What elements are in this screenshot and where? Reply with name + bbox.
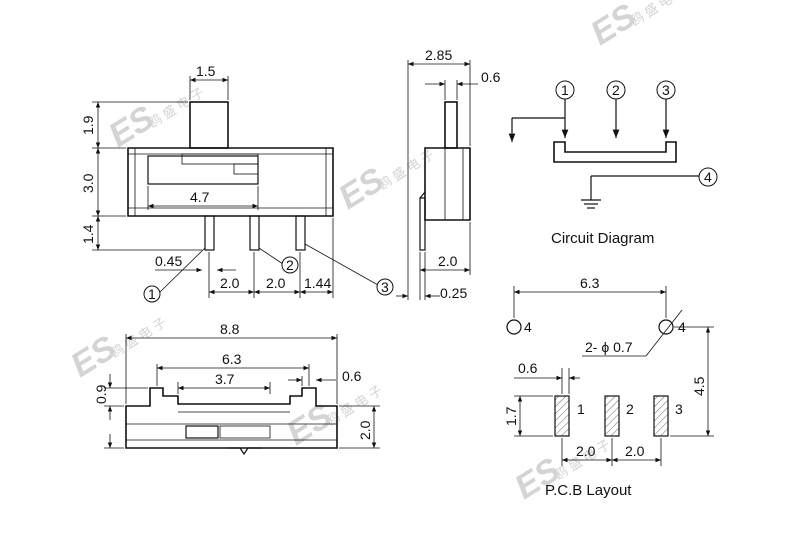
- mount-hole-right: [658, 319, 674, 335]
- terminal-4-label: 4: [704, 169, 712, 185]
- dim-actuator-height: 1.9: [80, 115, 96, 135]
- dim-row-offset: 4.5: [691, 376, 707, 396]
- terminal-3-label: 3: [662, 82, 670, 98]
- contact-bar: [553, 141, 677, 163]
- actuator: [189, 101, 229, 149]
- dim-pitch-2: 2.0: [266, 275, 286, 291]
- pad-label-3: 3: [675, 401, 683, 417]
- side-body: [424, 147, 471, 221]
- circuit-diagram-caption: Circuit Diagram: [551, 230, 654, 247]
- dim-pad-height: 1.7: [503, 406, 519, 426]
- callout-pin-2: [281, 256, 299, 274]
- dim-pitch-1: 2.0: [220, 275, 240, 291]
- side-actuator: [444, 101, 458, 149]
- bottom-view: 8.8 6.3 3.7 0.6 0.9 2.0: [93, 321, 380, 456]
- pad-label-2: 2: [626, 401, 634, 417]
- dim-body-height: 3.0: [80, 173, 96, 193]
- dim-bottom-length: 8.8: [220, 321, 240, 337]
- watermark-text: 鸥 盛 电 子: [146, 85, 207, 131]
- dim-pad-width: 0.6: [518, 360, 538, 376]
- slot: [147, 155, 259, 185]
- terminal-2-label: 2: [612, 82, 620, 98]
- dim-tab-width: 0.6: [342, 368, 362, 384]
- front-view: 1.5 1.9 3.0 1.4 4.7 0.45 2.0 2.0 1.44: [80, 63, 394, 303]
- pcb-pad-3: [653, 395, 669, 437]
- hole-label-left: 4: [524, 319, 532, 335]
- bottom-slot: [185, 425, 219, 439]
- terminal-4-marker: [698, 167, 718, 187]
- dim-pcb-pitch-1: 2.0: [576, 443, 596, 459]
- pin-2: [249, 215, 260, 251]
- dim-pin-thickness: 0.25: [440, 285, 467, 301]
- dim-edge-offset: 1.44: [304, 275, 331, 291]
- pad-label-1: 1: [577, 401, 585, 417]
- mount-hole-left: [506, 319, 522, 335]
- dim-pcb-pitch-2: 2.0: [625, 443, 645, 459]
- terminal-1-label: 1: [561, 82, 569, 98]
- dim-total-height: 2.0: [357, 420, 373, 440]
- pcb-pad-1: [554, 395, 570, 437]
- dim-actuator-thickness: 0.6: [481, 69, 501, 85]
- dim-step-height: 0.9: [93, 384, 109, 404]
- pcb-layout-caption: P.C.B Layout: [545, 482, 632, 499]
- watermark-text: 鸥 盛 电 子: [376, 147, 437, 193]
- dim-hole-spacing: 6.3: [580, 275, 600, 291]
- callout-pin-3: [376, 278, 394, 296]
- pin-3: [295, 215, 306, 251]
- dim-pin-height: 1.4: [80, 224, 96, 244]
- dim-slot-length: 3.7: [215, 371, 235, 387]
- switch-body: [127, 147, 334, 217]
- callout-label-1: 1: [148, 286, 156, 302]
- pcb-pad-2: [604, 395, 620, 437]
- dim-side-depth: 2.85: [425, 47, 452, 63]
- callout-label-2: 2: [286, 257, 294, 273]
- circuit-diagram: 1 2 3 4 Circuit Diagram: [508, 80, 718, 247]
- side-pin: [419, 197, 426, 251]
- dim-inner-length: 6.3: [222, 351, 242, 367]
- bottom-body: [125, 387, 338, 449]
- watermark-text: 鸥 盛 电 子: [628, 0, 689, 29]
- dim-hole-diameter: 2- ϕ 0.7: [585, 339, 633, 355]
- pin-1: [204, 215, 215, 251]
- side-view: 2.85 0.6 2.0 0.25: [396, 47, 501, 301]
- pcb-layout: 4 4 6.3 2- ϕ 0.7 1 2 3 0.6 1.7 4.: [503, 275, 714, 499]
- dim-pin-width: 0.45: [155, 253, 182, 269]
- watermark-text: 鸥 盛 电 子: [108, 315, 169, 361]
- slider: [181, 153, 259, 165]
- dim-pin-offset: 2.0: [438, 253, 458, 269]
- dim-actuator-width: 1.5: [196, 63, 216, 79]
- callout-pin-1: [143, 285, 161, 303]
- callout-label-3: 3: [381, 279, 389, 295]
- dim-slot-width: 4.7: [190, 189, 210, 205]
